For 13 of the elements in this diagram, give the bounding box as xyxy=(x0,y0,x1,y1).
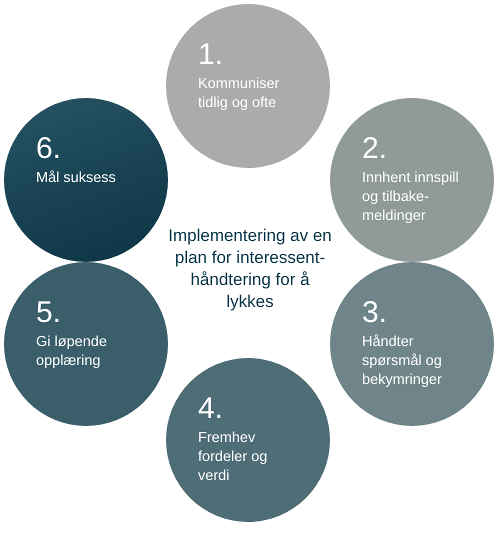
diagram-title: Implementering av en plan for interessent-håndtering for å lykkes xyxy=(168,225,332,313)
step-label: Innhent innspill og tilbake-meldinger xyxy=(362,169,460,226)
step-number: 4. xyxy=(198,394,224,424)
step-label: Kommuniser tidlig og ofte xyxy=(198,75,280,113)
step-label: Mål suksess xyxy=(36,169,117,188)
step-label: Gi løpende opplæring xyxy=(36,333,108,371)
step-number: 5. xyxy=(36,298,62,328)
step-number: 1. xyxy=(198,40,224,70)
step-label: Håndter spørsmål og bekymringer xyxy=(362,333,443,390)
step-number: 2. xyxy=(362,134,388,164)
step-number: 6. xyxy=(36,134,62,164)
step-label: Fremhev fordeler og verdi xyxy=(198,429,268,486)
step-number: 3. xyxy=(362,298,388,328)
